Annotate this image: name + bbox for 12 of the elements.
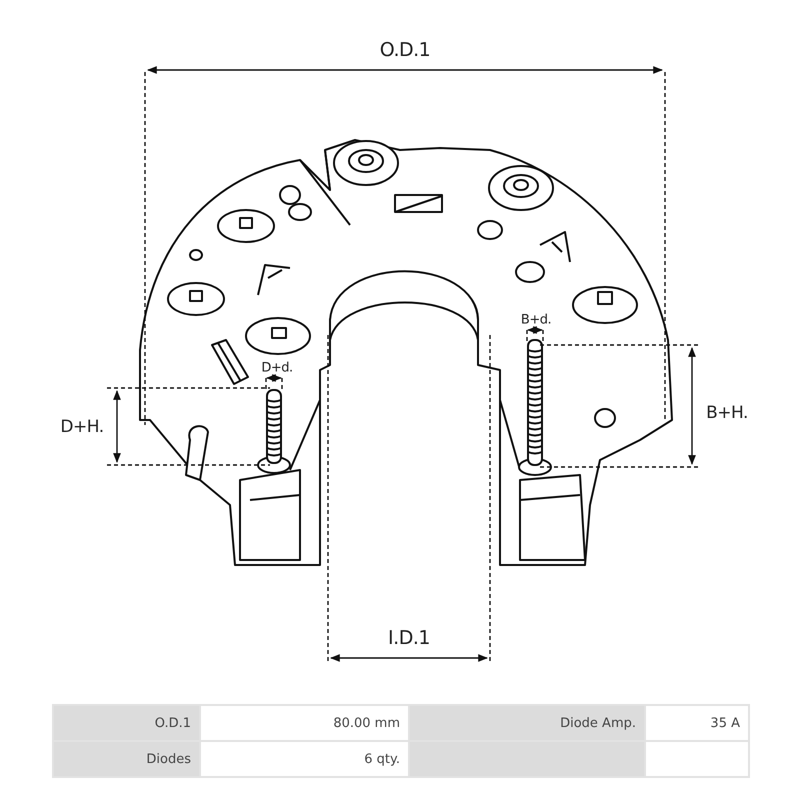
spec-name: Diodes <box>146 752 191 766</box>
dimension-label: B+d. <box>520 312 552 328</box>
spec-value: 80.00 mm <box>333 716 400 730</box>
dimension-label: B+H. <box>706 403 748 423</box>
spec-value: 6 qty. <box>364 752 400 766</box>
dimension-label: I.D.1 <box>388 627 430 649</box>
dimension-label: D+H. <box>60 417 104 437</box>
spec-value: 35 A <box>710 716 740 730</box>
dimension-label: O.D.1 <box>380 39 430 61</box>
spec-name: O.D.1 <box>154 716 191 730</box>
spec-name: Diode Amp. <box>560 716 636 730</box>
dimension-label: D+d. <box>261 360 293 376</box>
